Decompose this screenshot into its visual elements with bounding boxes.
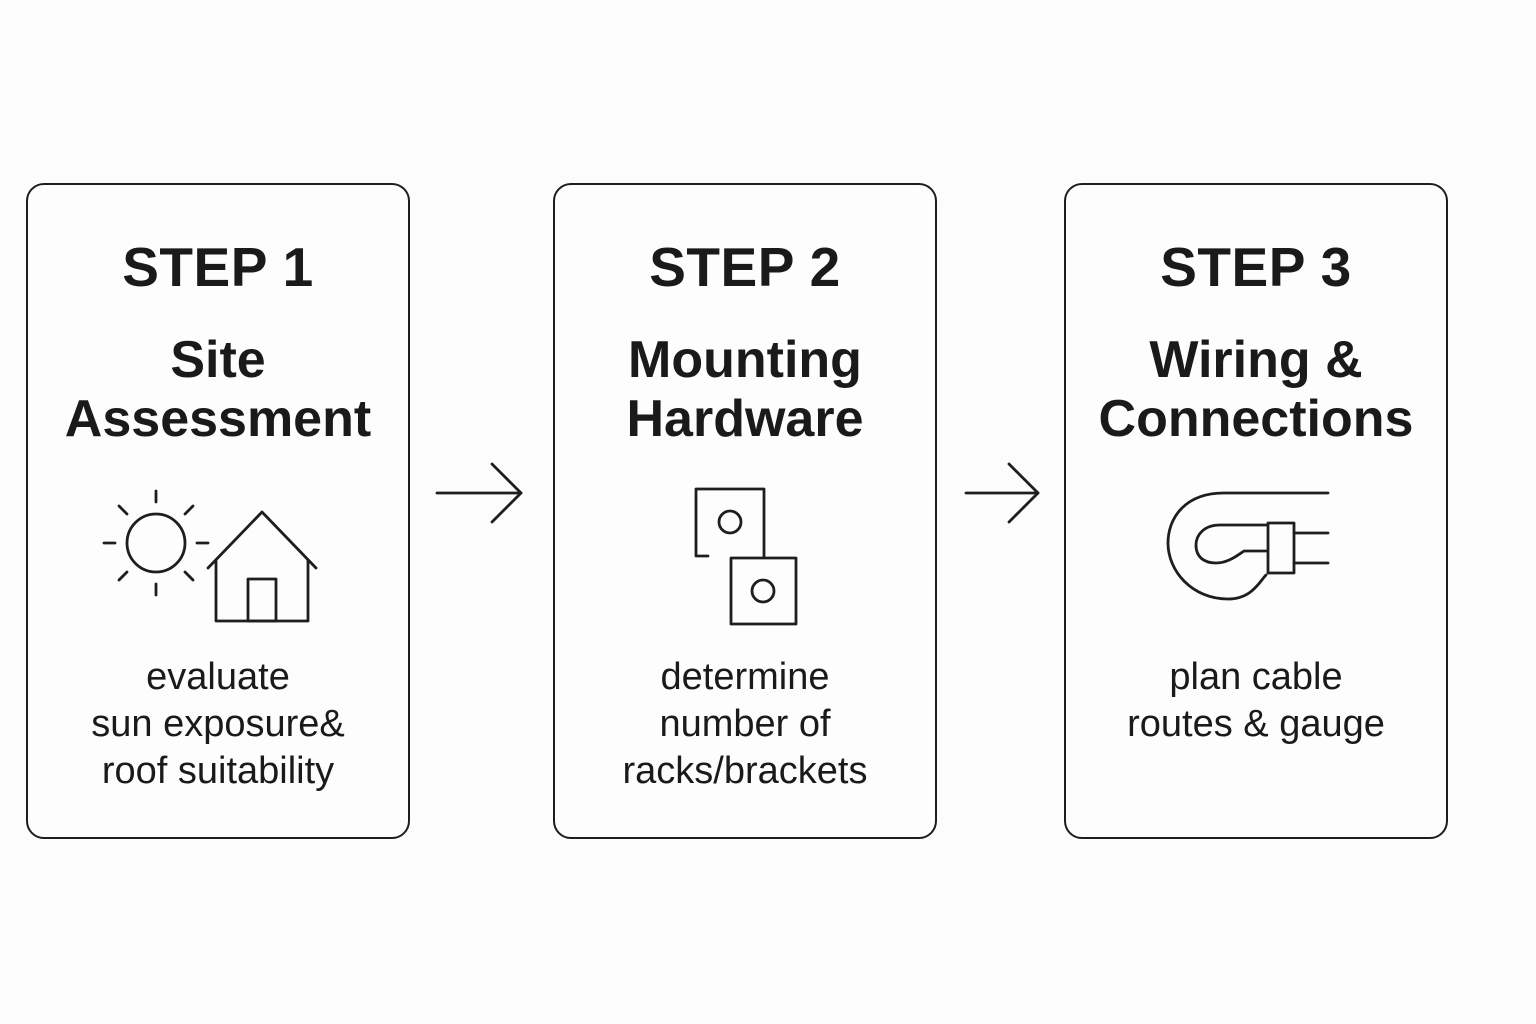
step-description-line: sun exposure& xyxy=(91,703,345,745)
step-description-line: evaluate xyxy=(146,656,290,698)
step-card-2: STEP 2 Mounting Hardware determine numbe… xyxy=(553,183,937,839)
arrow-right-icon xyxy=(435,462,523,524)
step-label: STEP 1 xyxy=(122,236,314,298)
step-description-line: number of xyxy=(659,703,831,745)
step-description-line: racks/brackets xyxy=(622,750,868,792)
step-description: determine number of racks/brackets xyxy=(555,654,935,795)
house-icon xyxy=(206,510,318,623)
step-description-line: plan cable xyxy=(1169,656,1343,698)
step-title: Wiring & Connections xyxy=(1066,331,1446,449)
step-description-line: routes & gauge xyxy=(1127,703,1385,745)
step-title-line: Site xyxy=(170,331,266,389)
step-card-3: STEP 3 Wiring & Connections plan cable r… xyxy=(1064,183,1448,839)
step-label: STEP 2 xyxy=(649,236,841,298)
step-title-line: Mounting xyxy=(628,331,862,389)
step-title: Site Assessment xyxy=(28,331,408,449)
step-title: Mounting Hardware xyxy=(555,331,935,449)
plug-icon xyxy=(1266,521,1330,575)
sun-and-house-icon xyxy=(102,489,318,623)
step-card-1: STEP 1 Site Assessment xyxy=(26,183,410,839)
bracket-icon xyxy=(729,556,798,626)
step-description-line: roof suitability xyxy=(101,750,335,792)
step-description: plan cable routes & gauge xyxy=(1066,654,1446,748)
step-label: STEP 3 xyxy=(1160,236,1352,298)
step-title-line: Hardware xyxy=(626,390,864,448)
arrow-right-icon xyxy=(964,462,1040,524)
cable-icon xyxy=(1166,491,1330,601)
mounting-brackets-icon xyxy=(694,487,798,626)
bracket-icon xyxy=(694,487,766,558)
sun-icon xyxy=(102,489,210,597)
step-description: evaluate sun exposure& roof suitability xyxy=(28,654,408,795)
cable-plug-icon xyxy=(1166,491,1330,601)
step-title-line: Assessment xyxy=(64,390,372,448)
step-description-line: determine xyxy=(660,656,830,698)
step-title-line: Connections xyxy=(1098,390,1414,448)
step-title-line: Wiring & xyxy=(1149,331,1363,389)
